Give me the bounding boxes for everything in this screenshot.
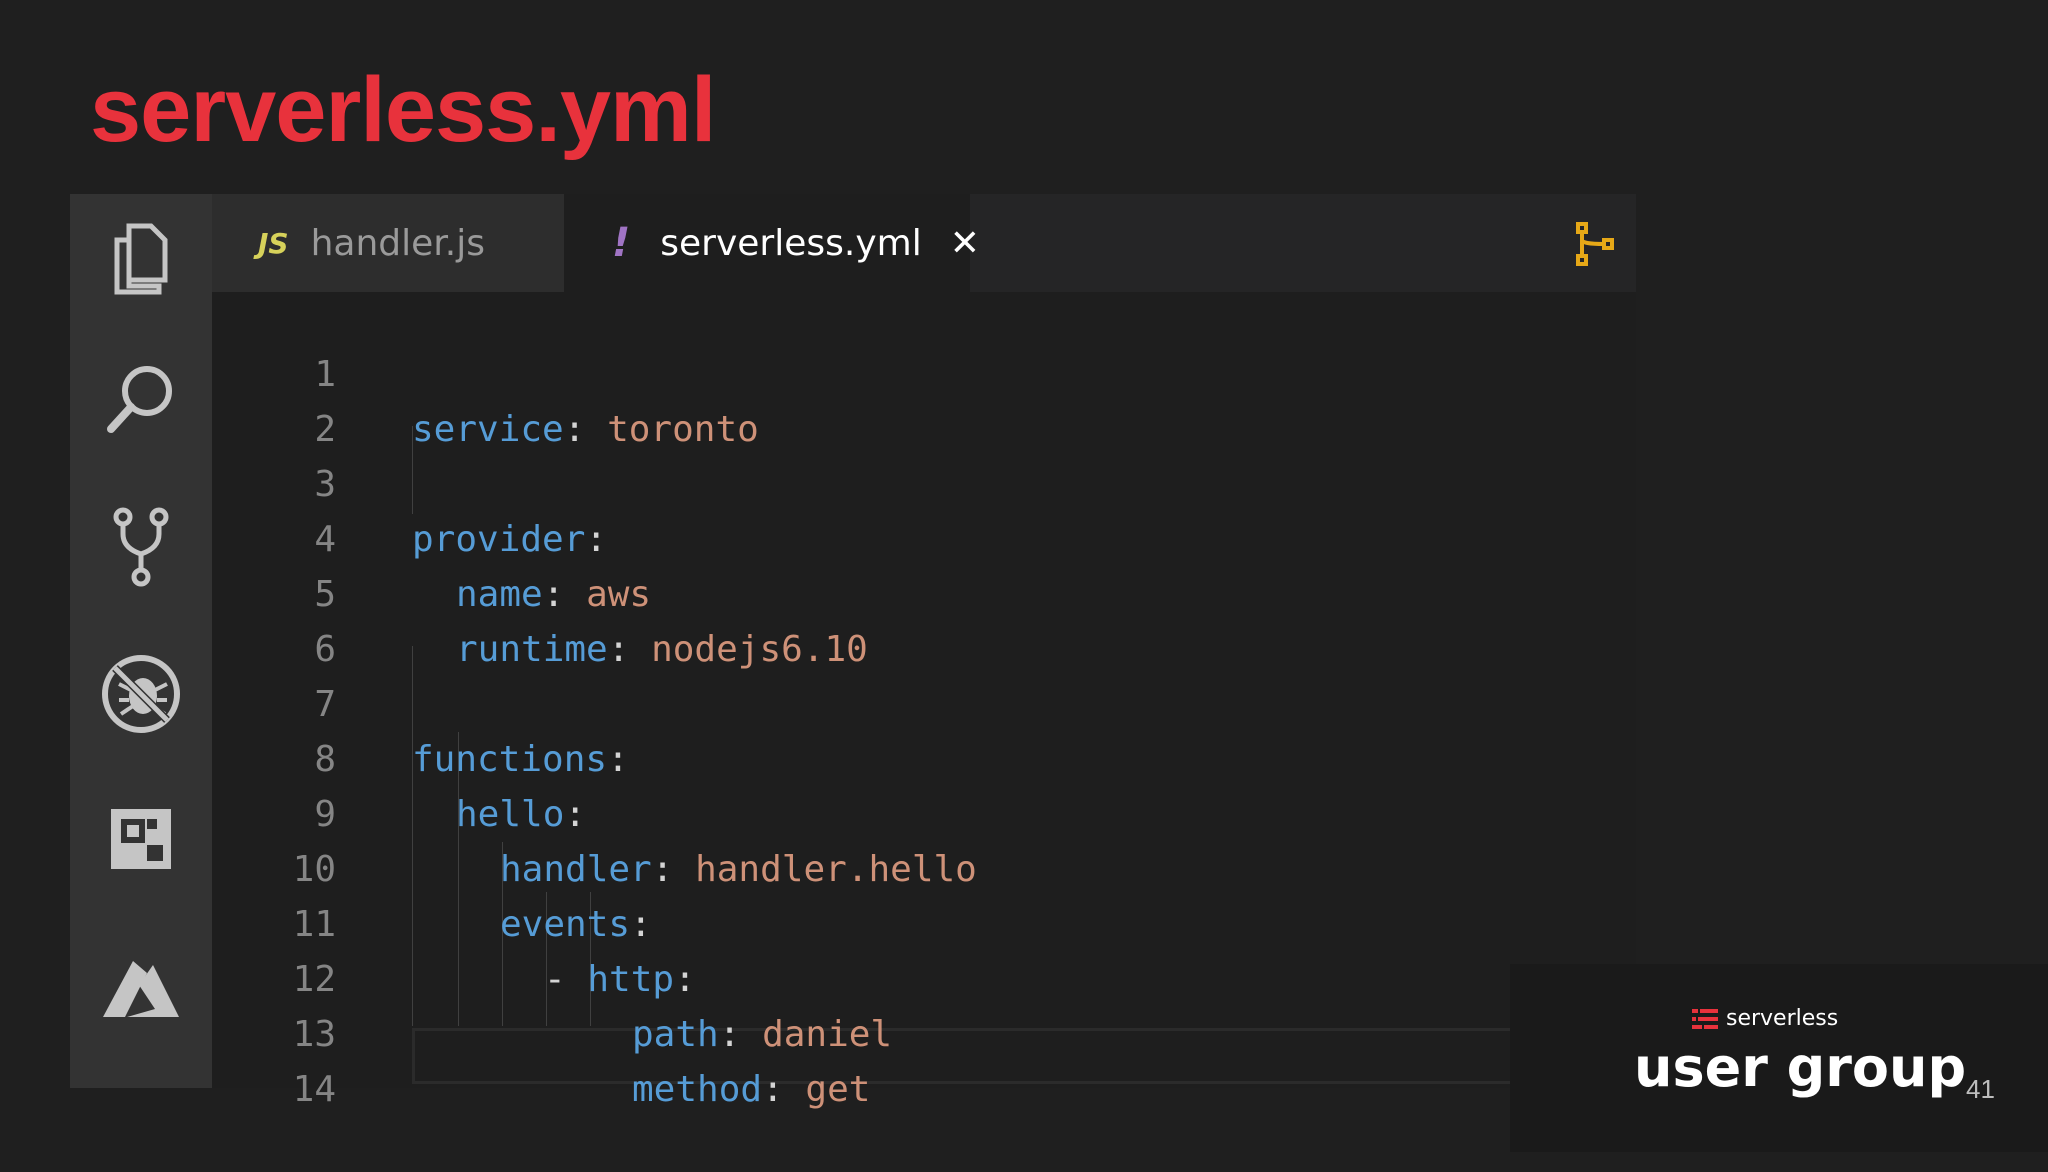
tab-label: handler.js [310,222,485,264]
line-number: 3 [314,464,336,505]
source-control-icon[interactable] [70,492,212,602]
logo-text: serverless [1726,1006,1839,1031]
code-line: 9 handler: handler.hello [212,732,1636,890]
yaml-colon: : [607,629,652,670]
yaml-key: name [456,574,543,615]
tab-label: serverless.yml [660,222,922,264]
indent-guide [412,426,413,514]
tab-bar: JS handler.js ! serverless.yml ✕ [212,194,1636,292]
serverless-logo: serverless [1692,1006,1838,1031]
indent-guide [412,646,413,1026]
yaml-colon: : [563,409,608,450]
branding-panel [1510,964,2048,1152]
yaml-key: method [632,1069,763,1110]
yaml-key: runtime [456,629,608,670]
yaml-key: service [412,409,564,450]
tab-handler-js[interactable]: JS handler.js [212,194,564,292]
code-line: 13 method: get [212,952,1636,1110]
yaml-colon: : [585,519,608,560]
yaml-key: handler [500,849,652,890]
line-number: 5 [314,574,336,615]
code-line: 5 runtime: nodejs6.10 [212,512,1636,670]
line-number: 11 [292,904,336,945]
indent-guide [546,892,547,1026]
yaml-value: handler.hello [695,849,977,890]
indent-guide [458,732,459,1026]
code-line: 10 events: [212,787,1636,945]
close-icon[interactable]: ✕ [949,222,980,264]
page-number: 41 [1966,1074,1995,1104]
code-line: 4 name: aws [212,457,1636,615]
open-changes-icon[interactable] [1574,220,1618,268]
yaml-colon: : [542,574,587,615]
yaml-colon: : [651,849,696,890]
line-number: 6 [314,629,336,670]
yaml-value: get [805,1069,871,1110]
yaml-key: events [500,904,631,945]
debug-icon[interactable] [70,639,212,749]
code-line: 6 [212,567,1636,670]
code-editor: JS handler.js ! serverless.yml ✕ 1 servi… [212,194,1725,1110]
line-number: 12 [292,959,336,1000]
yaml-value: nodejs6.10 [651,629,868,670]
yaml-colon: : [607,739,629,780]
yaml-value: aws [586,574,652,615]
current-line-highlight [412,1028,1725,1084]
tab-serverless-yml[interactable]: ! serverless.yml ✕ [564,194,980,292]
serverless-logo-icon [1692,1008,1718,1029]
line-number: 13 [292,1014,336,1055]
yaml-colon: : [674,959,696,1000]
yaml-key: path [632,1014,719,1055]
yaml-dash: - [544,959,588,1000]
yaml-colon: : [762,1069,806,1110]
js-file-icon: JS [258,226,289,260]
line-number: 2 [314,409,336,450]
code-line: 11 - http: [212,842,1636,1000]
yaml-value: toronto [607,409,759,450]
yaml-key: functions [412,739,608,780]
explorer-icon[interactable] [70,204,212,314]
yaml-colon: : [718,1014,763,1055]
activity-bar [70,194,212,1088]
yaml-colon: : [630,904,652,945]
indent-guide [590,892,591,1026]
yaml-colon: : [564,794,587,835]
line-number: 7 [314,684,336,725]
line-number: 10 [292,849,336,890]
search-icon[interactable] [70,344,212,454]
indent-guide [502,842,503,1026]
code-line: 14 [212,1007,1636,1110]
user-group-text: user group [1634,1036,1967,1099]
line-number: 14 [292,1069,336,1110]
code-area[interactable]: 1 service: toronto 2 3 provider: 4 name:… [212,292,1725,1110]
line-number: 8 [314,739,336,780]
yaml-value: daniel [762,1014,893,1055]
slide-title: serverless.yml [90,59,716,161]
extensions-icon[interactable] [70,784,212,894]
code-line: 1 service: toronto [212,292,1636,450]
yaml-file-icon: ! [612,220,631,266]
line-number: 4 [314,519,336,560]
line-number: 1 [314,354,336,395]
yaml-key: provider [412,519,586,560]
code-line: 2 [212,347,1636,450]
azure-icon[interactable] [70,934,212,1044]
code-line: 8 hello: [212,677,1636,835]
code-line: 3 provider: [212,402,1636,560]
code-line: 7 functions: [212,622,1636,780]
line-number: 9 [314,794,336,835]
yaml-key: hello [456,794,565,835]
code-line: 12 path: daniel [212,897,1636,1055]
yaml-key: http [587,959,675,1000]
